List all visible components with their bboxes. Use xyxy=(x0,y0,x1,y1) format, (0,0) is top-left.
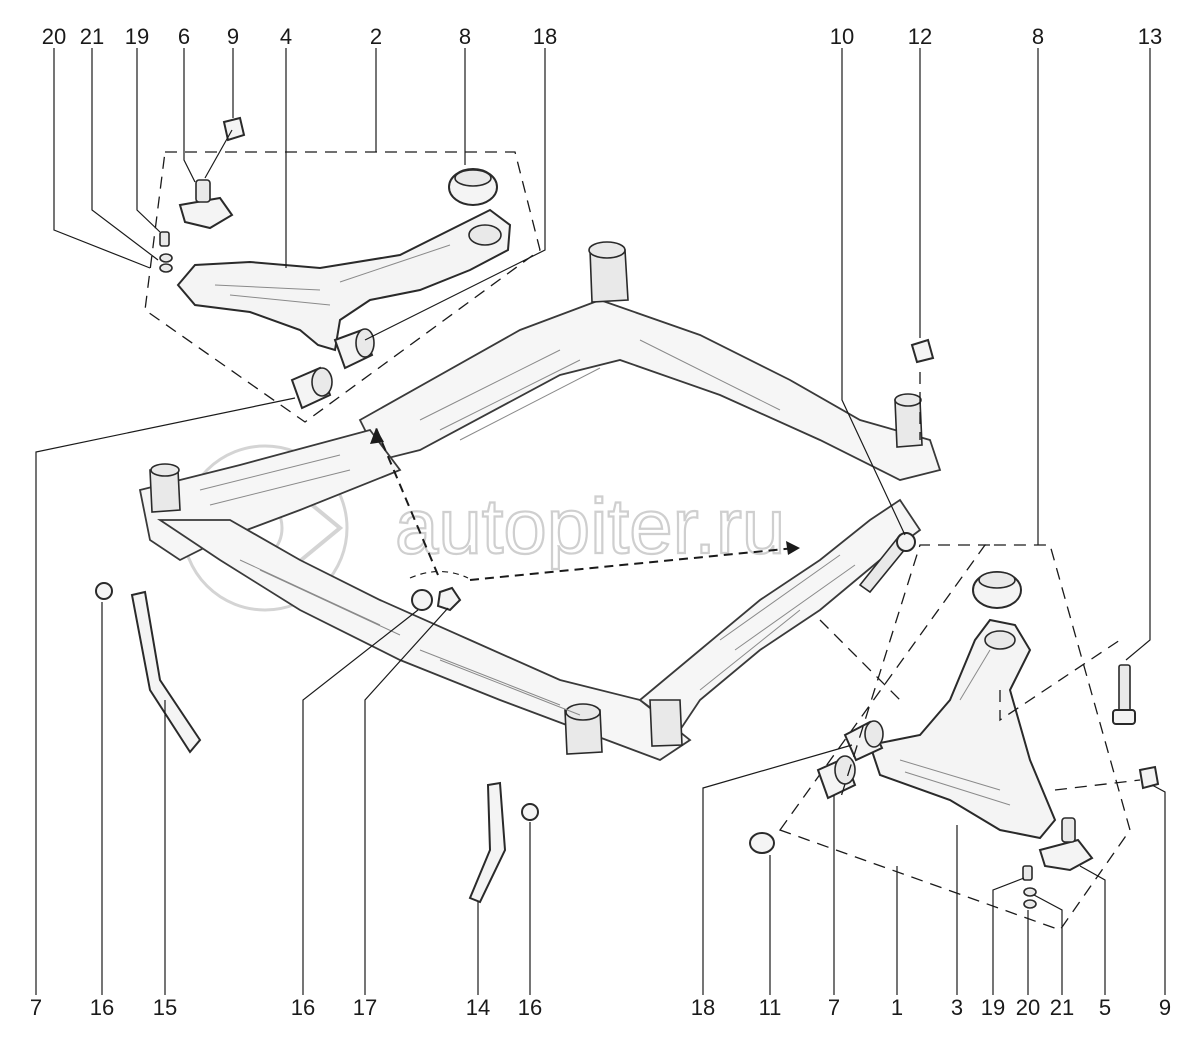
left-control-arm-group xyxy=(144,116,541,423)
nut-16-mid xyxy=(411,589,433,611)
bolt-13 xyxy=(1112,664,1136,725)
left-ball-joint xyxy=(178,179,234,230)
label-bottom-17: 9 xyxy=(1159,995,1171,1020)
right-control-arm xyxy=(868,618,1057,840)
label-bottom-6: 14 xyxy=(466,995,490,1020)
label-top-9: 18 xyxy=(533,24,557,49)
labels-bottom: 7 16 15 16 17 14 16 18 11 7 1 3 19 20 21… xyxy=(30,995,1171,1020)
right-control-arm-group xyxy=(749,338,1160,931)
assembly-arrows xyxy=(370,427,800,581)
label-bottom-9: 11 xyxy=(759,995,782,1020)
label-top-2: 21 xyxy=(80,24,104,49)
labels-top: 20 21 19 6 9 4 2 8 18 10 12 8 13 xyxy=(42,24,1162,49)
label-bottom-7: 16 xyxy=(518,995,542,1020)
nut-17 xyxy=(436,586,462,612)
watermark: autopiter.ru xyxy=(181,444,786,612)
label-bottom-3: 15 xyxy=(153,995,177,1020)
label-top-10: 10 xyxy=(830,24,854,49)
label-bottom-14: 20 xyxy=(1016,995,1040,1020)
label-top-5: 9 xyxy=(227,24,239,49)
label-bottom-10: 7 xyxy=(828,995,840,1020)
label-bottom-5: 17 xyxy=(353,995,377,1020)
label-top-6: 4 xyxy=(280,24,292,49)
label-bottom-16: 5 xyxy=(1099,995,1111,1020)
nut-16-center xyxy=(521,803,539,821)
bracket-15 xyxy=(130,590,202,754)
label-top-13: 13 xyxy=(1138,24,1162,49)
left-nut xyxy=(222,116,246,142)
label-bottom-4: 16 xyxy=(291,995,315,1020)
nut-11 xyxy=(749,832,775,854)
label-bottom-11: 1 xyxy=(891,995,903,1020)
right-ball-joint xyxy=(1038,817,1094,872)
brackets xyxy=(95,582,539,904)
label-top-12: 8 xyxy=(1032,24,1044,49)
label-top-4: 6 xyxy=(178,24,190,49)
label-top-3: 19 xyxy=(125,24,149,49)
nut-16-left xyxy=(95,582,113,600)
left-control-arm xyxy=(176,208,512,352)
bracket-14 xyxy=(468,781,507,904)
nut-12 xyxy=(910,338,935,364)
label-top-11: 12 xyxy=(908,24,932,49)
label-bottom-15: 21 xyxy=(1050,995,1074,1020)
label-bottom-2: 16 xyxy=(90,995,114,1020)
label-bottom-1: 7 xyxy=(30,995,42,1020)
label-bottom-12: 3 xyxy=(951,995,963,1020)
label-bottom-8: 18 xyxy=(691,995,715,1020)
right-nut xyxy=(1138,765,1160,790)
label-top-8: 8 xyxy=(459,24,471,49)
label-bottom-13: 19 xyxy=(981,995,1005,1020)
leader-lines xyxy=(35,48,1166,995)
label-top-7: 2 xyxy=(370,24,382,49)
watermark-text: autopiter.ru xyxy=(395,482,785,570)
label-top-1: 20 xyxy=(42,24,66,49)
subframe xyxy=(138,241,942,762)
